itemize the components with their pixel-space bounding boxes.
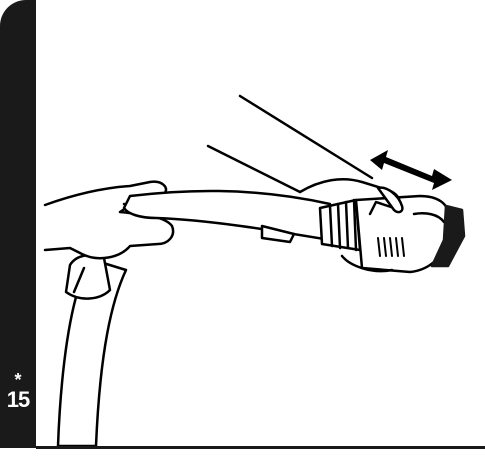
hose-cuff — [320, 200, 360, 250]
double-headed-arrow-icon — [370, 150, 452, 190]
arm-lines — [208, 96, 372, 192]
vacuum-wand — [58, 255, 126, 446]
step-star: * — [0, 372, 36, 388]
step-marker: * 15 — [0, 372, 36, 412]
step-number: 15 — [0, 388, 36, 412]
bottom-rule — [36, 446, 485, 449]
vacuum-brush-attachment-illustration — [36, 0, 485, 446]
